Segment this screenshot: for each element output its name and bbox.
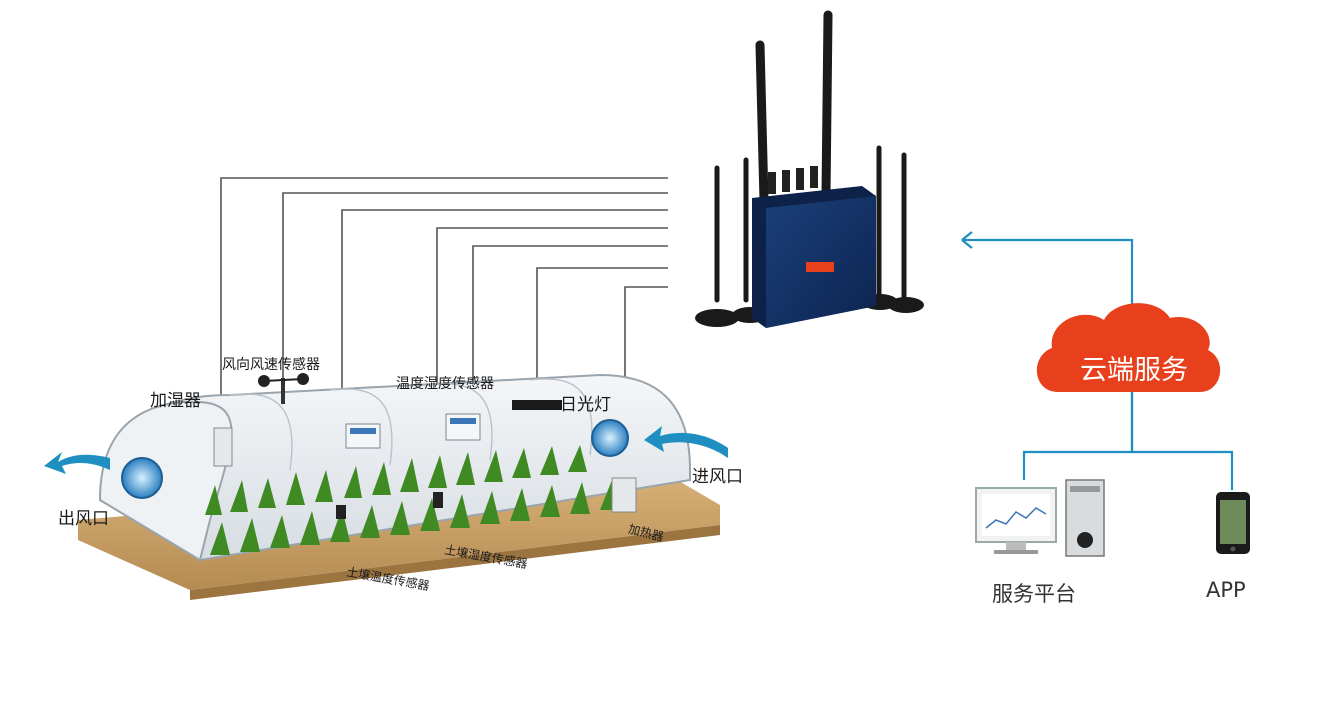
airflow-arrows [44,426,728,474]
mobile-phone [1216,492,1250,554]
anemometer-device [258,373,309,404]
cloud-links [962,238,1234,490]
sensor-wires [220,177,668,510]
gateway-router [695,10,924,328]
heater-device [611,477,637,513]
outlet-arrow [44,452,110,474]
cloud-service-label: 云端服务 [1080,355,1188,386]
grow-light-label: 日光灯 [560,395,611,415]
inlet-label: 进风口 [692,467,743,487]
grow-light-device [512,400,562,410]
app-label: APP [1206,578,1246,602]
platform-label: 服务平台 [992,582,1076,606]
temp-humidity-box-1 [345,423,381,449]
soil-moisture-probe [433,492,443,508]
inlet-fan [591,419,629,457]
humidifier-device [213,427,233,467]
soil-temp-probe [336,505,346,519]
anemometer-label: 风向风速传感器 [222,357,320,373]
outlet-fan [121,457,163,499]
crop-rows [205,445,620,555]
humidifier-label: 加湿器 [150,391,201,411]
temp-humidity-sensor-label: 温度湿度传感器 [396,376,494,392]
inlet-arrow [644,426,728,458]
cloud-to-gateway-arrowhead [961,231,973,249]
outlet-label: 出风口 [58,509,109,529]
temp-humidity-box-2 [445,413,481,441]
desktop-computer [975,479,1105,557]
cloud-shape [1036,303,1221,392]
